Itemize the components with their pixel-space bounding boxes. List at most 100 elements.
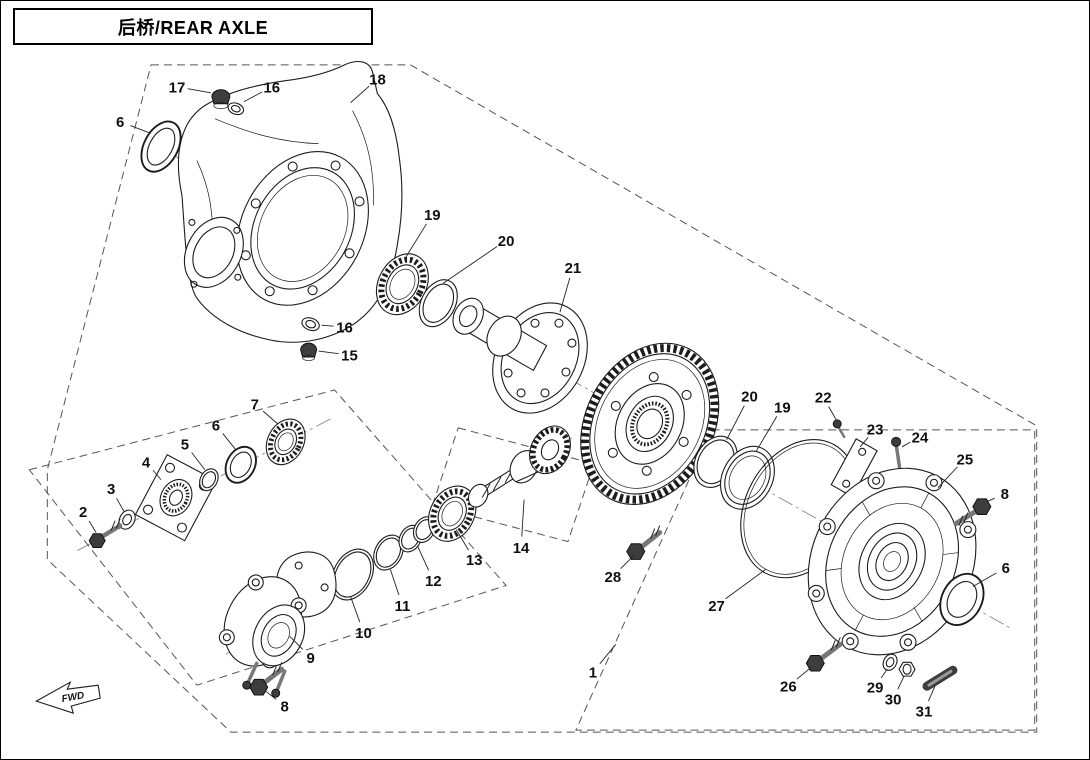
part-number-16: 16 — [263, 79, 280, 96]
callout-leader-6 — [222, 433, 237, 451]
bolt-part8-right — [953, 498, 992, 527]
part-number-22: 22 — [815, 389, 832, 406]
callout-leader-10 — [350, 596, 361, 623]
part-number-13: 13 — [466, 552, 483, 569]
part-number-21: 21 — [565, 260, 582, 277]
callout-leader-6 — [972, 572, 997, 587]
callout-leader-23 — [859, 437, 869, 448]
callout-leader-11 — [389, 569, 400, 596]
part-number-4: 4 — [142, 454, 151, 471]
callout-leader-16 — [321, 324, 334, 327]
callout-leader-18 — [350, 85, 370, 104]
callout-leader-20 — [726, 405, 745, 441]
part-number-25: 25 — [957, 451, 974, 468]
callout-leader-16 — [243, 91, 263, 103]
part-number-28: 28 — [605, 569, 622, 586]
callout-leader-27 — [725, 569, 766, 600]
nut-part30 — [898, 661, 916, 677]
part-number-31: 31 — [916, 704, 933, 721]
callout-leader-1 — [599, 644, 617, 665]
title-box: 后桥/REAR AXLE — [13, 8, 373, 45]
fwd-indicator: FWD — [34, 680, 101, 714]
oil-seal-part6-left — [140, 120, 182, 173]
bolt-part28 — [626, 525, 663, 560]
part-number-15: 15 — [341, 348, 358, 365]
washer-part16-top — [227, 102, 245, 116]
part-number-29: 29 — [867, 680, 884, 697]
flange-plate-part4 — [134, 453, 218, 542]
part-number-27: 27 — [708, 598, 725, 615]
callout-leader-4 — [152, 469, 162, 481]
bearing-part7 — [265, 418, 306, 466]
screw-part22 — [832, 419, 846, 439]
part-number-20: 20 — [498, 233, 515, 250]
callout-leader-12 — [416, 545, 430, 571]
callout-leader-2 — [88, 520, 97, 533]
gear-housing-part18 — [177, 60, 403, 343]
spacer-ring-part5 — [199, 468, 219, 492]
ring-part11 — [373, 534, 404, 571]
callout-leader-25 — [937, 466, 958, 489]
part-number-6: 6 — [116, 114, 124, 131]
flange-hub-part21 — [452, 297, 588, 414]
part-number-23: 23 — [867, 421, 884, 438]
callout-leader-28 — [620, 555, 635, 570]
bearing-part13 — [428, 485, 477, 542]
part-number-6: 6 — [1002, 560, 1010, 577]
callout-leader-19 — [405, 223, 427, 257]
ring-gear — [580, 342, 720, 506]
part-number-14: 14 — [513, 540, 530, 557]
axle-cover-part25 — [807, 467, 977, 656]
part-number-5: 5 — [181, 436, 189, 453]
part-number-10: 10 — [355, 625, 372, 642]
bolt-part26 — [805, 637, 843, 672]
part-number-7: 7 — [251, 396, 259, 413]
callout-leader-31 — [927, 686, 936, 702]
page-title: 后桥/REAR AXLE — [117, 17, 269, 38]
drain-plug-part15 — [300, 342, 318, 361]
callout-leader-19 — [756, 416, 778, 452]
part-number-17: 17 — [169, 79, 186, 96]
callout-leader-6 — [130, 125, 150, 134]
callout-leader-9 — [289, 636, 304, 650]
bearing-part19 — [375, 253, 429, 316]
callout-leader-7 — [262, 410, 278, 425]
callout-leader-8 — [265, 690, 277, 700]
callout-leader-20 — [443, 246, 498, 284]
part-number-26: 26 — [780, 679, 797, 696]
part-number-6: 6 — [212, 417, 220, 434]
callout-leader-24 — [901, 441, 911, 448]
hub-part9 — [218, 551, 337, 698]
callout-leader-5 — [191, 452, 206, 471]
part-number-3: 3 — [107, 481, 115, 498]
part-number-1: 1 — [589, 665, 597, 682]
callout-leader-17 — [187, 88, 211, 94]
callout-leader-13 — [455, 529, 469, 551]
callout-leader-29 — [880, 668, 888, 679]
oil-seal-part6-right — [939, 572, 985, 626]
part-number-20: 20 — [741, 388, 758, 405]
bearing-race-part19-right — [720, 445, 775, 510]
part-number-12: 12 — [425, 573, 442, 590]
stud-bolt-part24 — [891, 436, 902, 473]
washer-part3 — [118, 509, 136, 530]
washer-part16-mid — [301, 317, 320, 332]
callout-leader-26 — [796, 666, 812, 680]
fwd-label: FWD — [61, 690, 85, 705]
part-number-8: 8 — [1001, 486, 1009, 503]
callout-leader-3 — [116, 498, 125, 512]
bolt-part8-left — [249, 662, 285, 696]
pin-part31 — [922, 665, 958, 691]
part-number-30: 30 — [885, 692, 902, 709]
part-number-24: 24 — [912, 429, 929, 446]
washer-part29 — [882, 653, 898, 671]
part-number-11: 11 — [394, 598, 410, 615]
seal-part6-inner — [224, 445, 257, 484]
callout-leader-22 — [828, 406, 837, 421]
part-number-2: 2 — [79, 504, 87, 521]
bolt-part2 — [88, 518, 123, 548]
shim-part20-upper — [418, 279, 458, 328]
